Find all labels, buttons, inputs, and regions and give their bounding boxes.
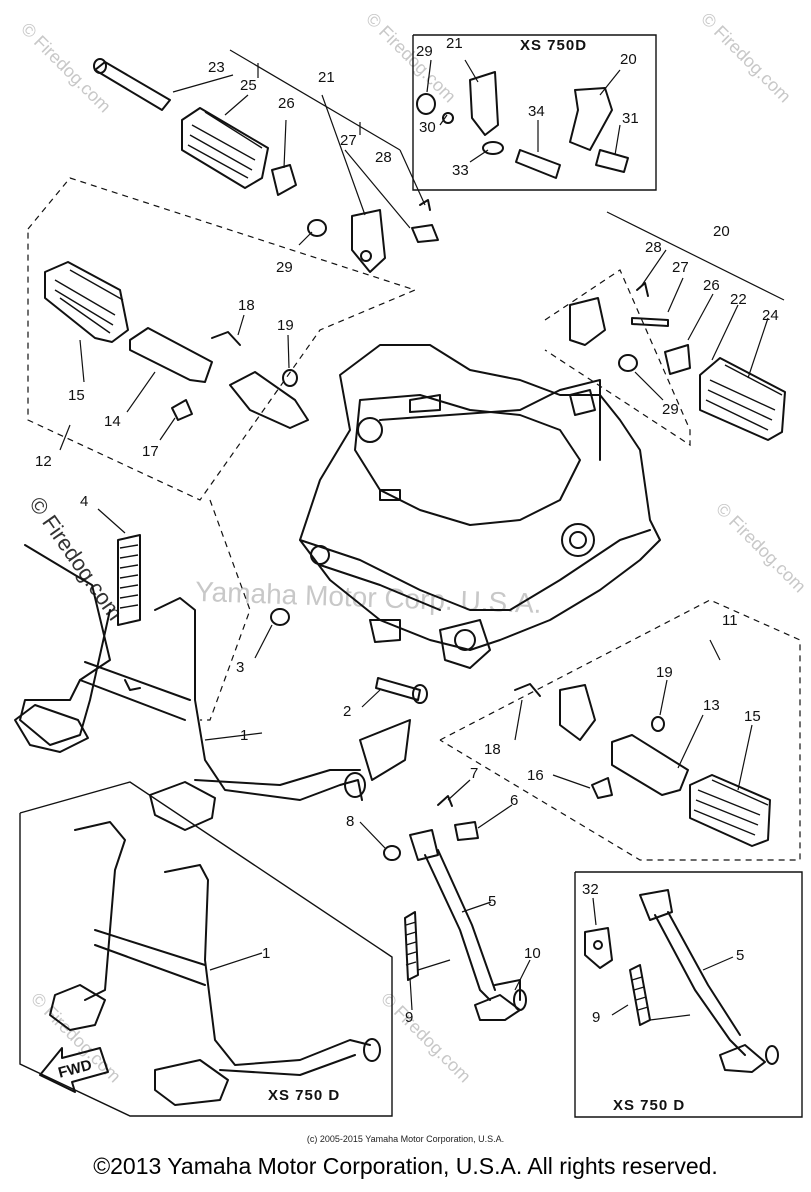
front-footrest-left <box>44 261 309 451</box>
part-label: 27 <box>672 259 689 276</box>
part-label: 5 <box>736 947 744 964</box>
part-label: 5 <box>488 893 496 910</box>
part-label: 25 <box>240 77 257 94</box>
small-copyright: (c) 2005-2015 Yamaha Motor Corporation, … <box>306 1134 505 1144</box>
part-label: 12 <box>35 453 52 470</box>
part-label: 9 <box>405 1009 413 1026</box>
part-label: 15 <box>744 708 761 725</box>
part-label: 27 <box>340 132 357 149</box>
part-label: 29 <box>276 259 293 276</box>
part-label: 16 <box>527 767 544 784</box>
part-label: 32 <box>582 881 599 898</box>
part-label: 28 <box>645 239 662 256</box>
part-label: 26 <box>703 277 720 294</box>
part-label: 11 <box>722 612 738 629</box>
watermark-tr: © Firedog.com <box>697 9 795 107</box>
watermark-left: © Firedog.com <box>24 492 127 625</box>
part-label: 8 <box>346 813 354 830</box>
frame-section <box>299 344 661 669</box>
part-label: 18 <box>484 741 501 758</box>
pivot-hardware <box>254 608 428 708</box>
part-label: 10 <box>524 945 541 962</box>
part-label: 33 <box>452 162 469 179</box>
part-label: 26 <box>278 95 295 112</box>
part-label: 29 <box>662 401 679 418</box>
box-4 <box>200 499 251 721</box>
part-label: 22 <box>730 291 747 308</box>
rear-footrest-assembly-top <box>93 49 439 273</box>
part-label: 7 <box>470 765 478 782</box>
part-label: 18 <box>238 297 255 314</box>
box-11 <box>439 599 801 861</box>
box-bottom-right <box>574 871 803 1118</box>
part-label: 34 <box>528 103 545 120</box>
watermark-mr: © Firedog.com <box>712 499 810 597</box>
part-labels: 23 25 26 21 27 28 29 29 21 20 30 33 34 3… <box>35 35 779 1026</box>
part-label: 2 <box>343 703 351 720</box>
part-label: 21 <box>446 35 463 52</box>
part-label: 17 <box>142 443 159 460</box>
part-label: 21 <box>318 69 335 86</box>
box-20 <box>544 269 691 447</box>
part-label: 1 <box>240 727 248 744</box>
box-title-bottom-left: XS 750 D <box>268 1087 340 1104</box>
copyright-notice: ©2013 Yamaha Motor Corporation, U.S.A. A… <box>93 1153 718 1179</box>
part-label: 20 <box>713 223 730 240</box>
part-label: 28 <box>375 149 392 166</box>
part-label: 9 <box>592 1009 600 1026</box>
part-label: 19 <box>277 317 294 334</box>
frames <box>19 34 803 1118</box>
part-label: 6 <box>510 792 518 809</box>
part-label: 15 <box>68 387 85 404</box>
part-label: 19 <box>656 664 673 681</box>
rear-footrest-right <box>569 211 786 441</box>
side-stand-xs750d <box>584 889 779 1073</box>
part-label: 4 <box>80 493 88 510</box>
part-label: 3 <box>236 659 244 676</box>
side-stand-main <box>359 719 531 1021</box>
part-label: 30 <box>419 119 436 136</box>
part-label: 14 <box>104 413 121 430</box>
box-12 <box>27 177 417 501</box>
box-top-right <box>412 34 657 191</box>
box-title-bottom-right: XS 750 D <box>613 1097 685 1114</box>
part-label: 23 <box>208 59 225 76</box>
box-title-top-right: XS 750D <box>520 37 587 54</box>
box-xs750d-parts <box>416 59 629 179</box>
front-footrest-right <box>514 639 771 847</box>
part-label: 20 <box>620 51 637 68</box>
part-label: 24 <box>762 307 779 324</box>
watermark-tl: © Firedog.com <box>17 19 115 117</box>
part-label: 1 <box>262 945 270 962</box>
center-stand-xs750d <box>49 821 381 1106</box>
part-label: 31 <box>622 110 639 127</box>
box-bottom-left <box>19 781 393 1117</box>
part-label: 29 <box>416 43 433 60</box>
center-stand-main <box>14 508 366 831</box>
part-label: 13 <box>703 697 720 714</box>
watermark-center: Yamaha Motor Corp. U.S.A. <box>195 576 542 619</box>
watermark-top-mid: © Firedog.com <box>362 9 460 107</box>
